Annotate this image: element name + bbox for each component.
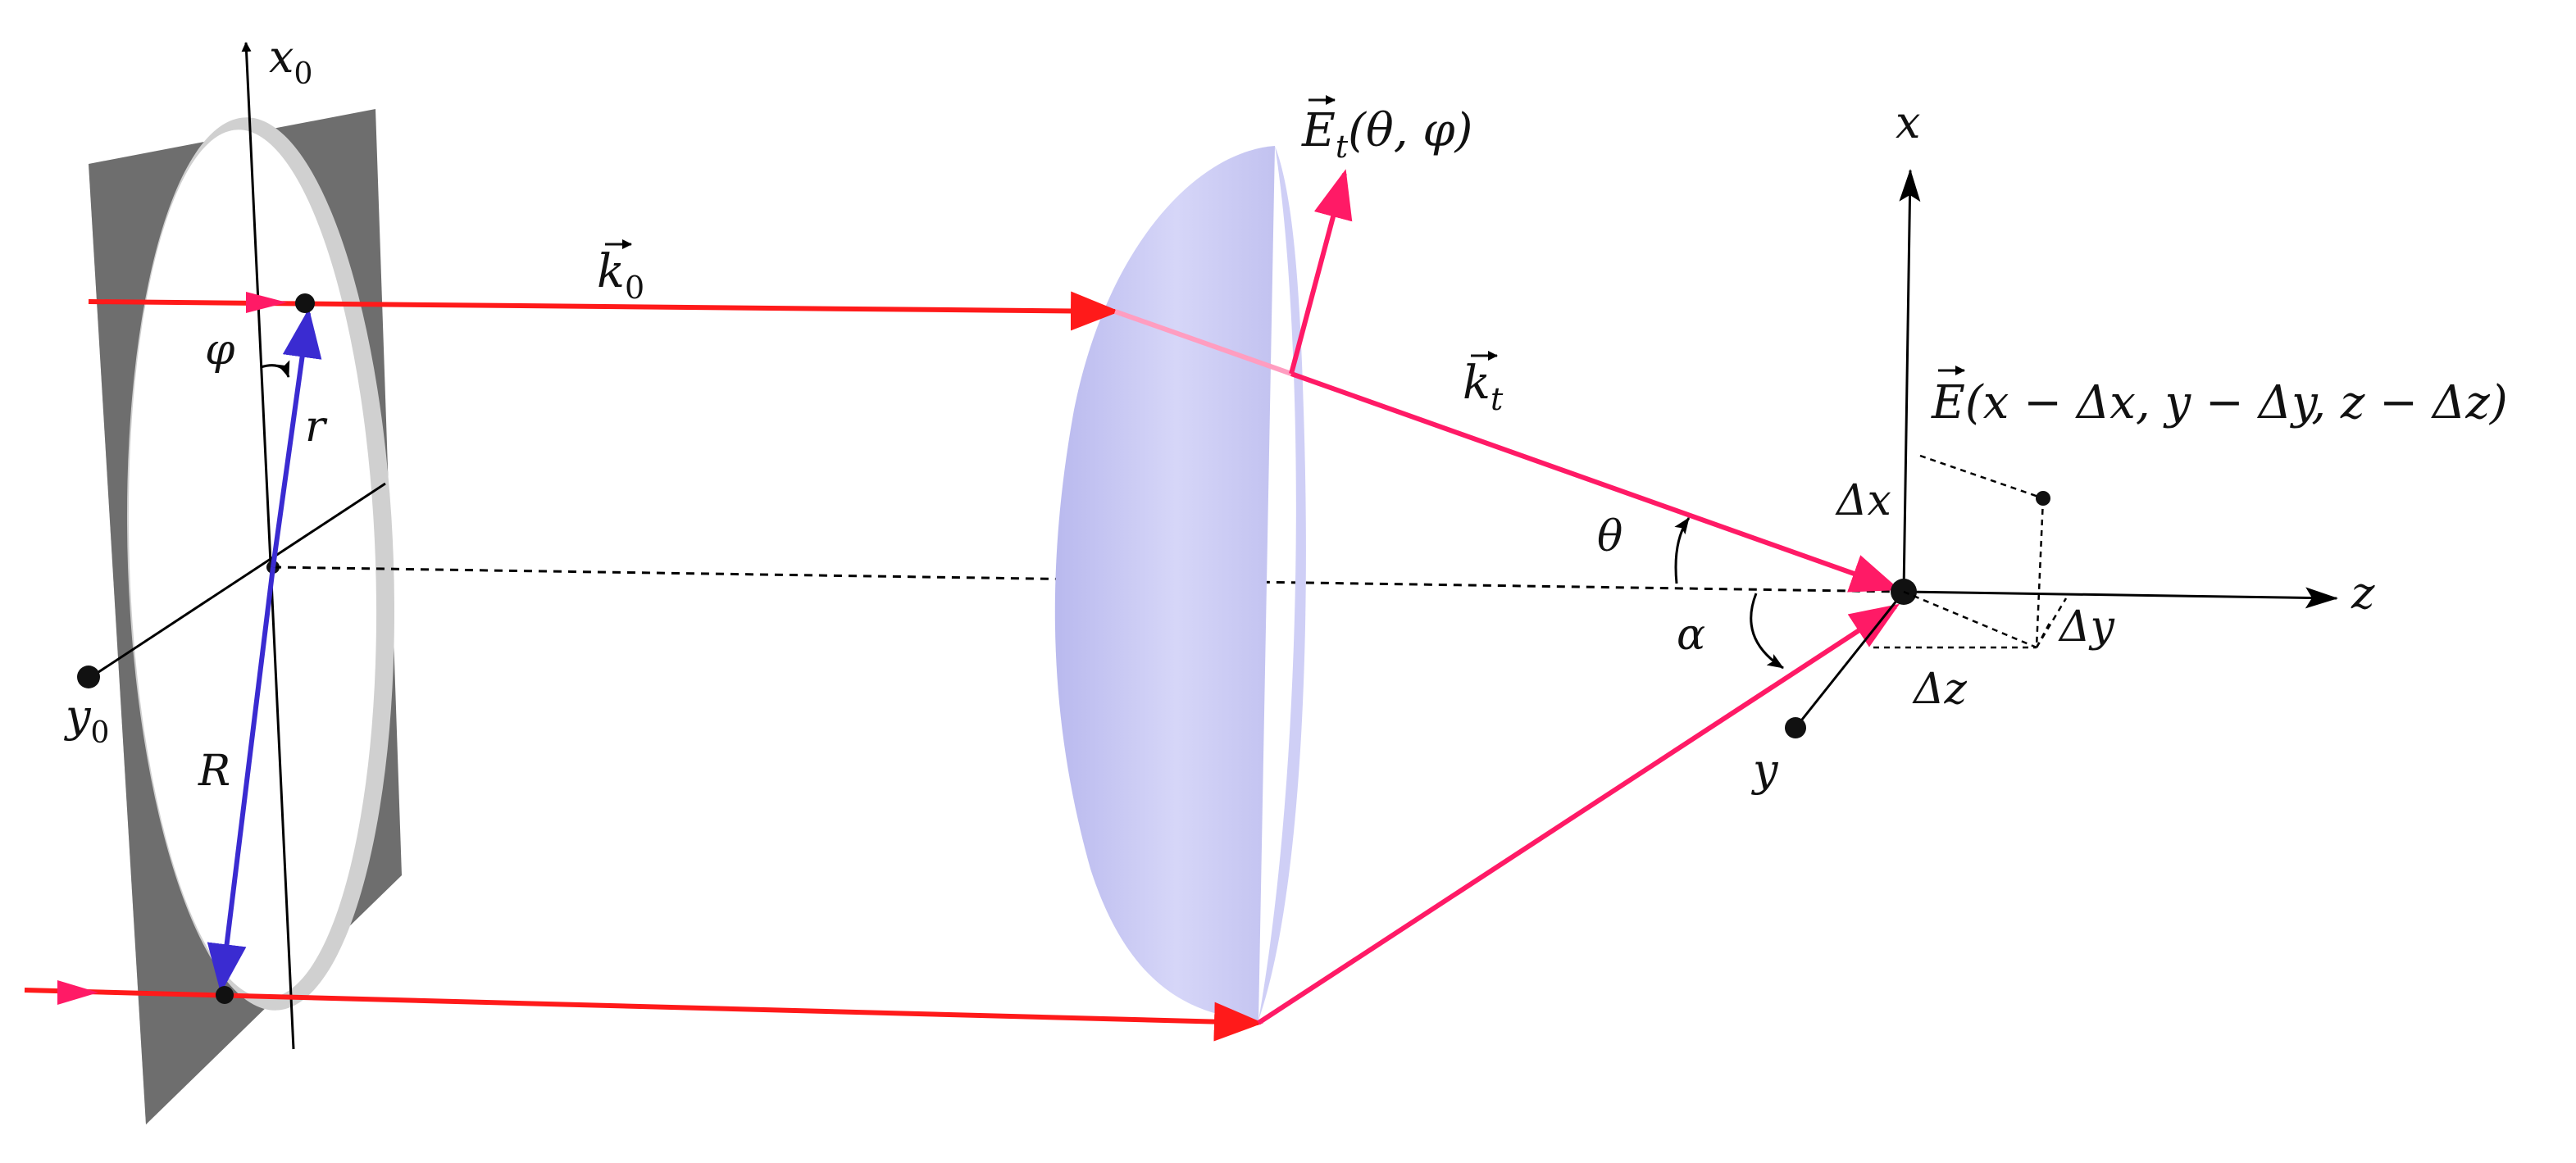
r-endpoint-dot	[295, 293, 315, 313]
alpha-label: α	[1677, 611, 1705, 660]
incident-arrowhead-lower-left	[57, 980, 98, 1005]
aperture-axes	[88, 42, 386, 1050]
y-axis-end-dot	[1785, 717, 1806, 738]
displacement-box	[1873, 454, 2068, 649]
y-label: y	[1751, 744, 1779, 796]
aperture-plate	[89, 109, 402, 1124]
y0-axis	[88, 482, 386, 680]
incident-arrowhead-upper-left	[246, 292, 287, 313]
displaced-field-point	[2036, 491, 2050, 506]
dy-label: Δy	[2058, 602, 2115, 652]
dx-label: Δx	[1835, 476, 1891, 525]
x0-axis	[241, 42, 295, 1050]
alpha-angle-arc	[1750, 593, 1784, 670]
theta-label: θ	[1597, 512, 1623, 561]
y0-axis-end-dot	[77, 666, 100, 688]
x-axis	[1899, 169, 1921, 593]
theta-angle-arc	[1674, 517, 1691, 584]
y-axis	[1794, 591, 1905, 729]
z-label: z	[2351, 567, 2375, 619]
x0-label: x0	[269, 31, 312, 91]
r-vector	[271, 308, 322, 568]
et-label: Et(θ, φ)	[1301, 104, 1472, 165]
lens-body	[1054, 146, 1275, 1020]
x-label: x	[1896, 97, 1920, 148]
refracted-beam-upper	[1290, 371, 1900, 593]
r-label: r	[305, 402, 328, 452]
z-axis	[1903, 587, 2338, 609]
R-endpoint-dot	[216, 986, 234, 1004]
phi-angle-arc	[260, 360, 290, 378]
k0-label: k0	[597, 245, 644, 306]
e-field-label: E(x − Δx, y − Δy, z − Δz)	[1931, 376, 2508, 429]
refracted-beam-lower	[1257, 603, 1900, 1025]
R-label: R	[198, 747, 230, 796]
focal-axes	[1794, 169, 2338, 729]
kt-label: kt	[1463, 357, 1504, 417]
dz-label: Δz	[1912, 665, 1968, 714]
et-vector	[1289, 169, 1353, 375]
phi-label: φ	[205, 325, 235, 375]
R-vector	[207, 566, 275, 993]
y0-label: y0	[64, 690, 109, 750]
refracted-in-lens	[1114, 309, 1292, 376]
vector-overarrows	[605, 95, 1965, 375]
